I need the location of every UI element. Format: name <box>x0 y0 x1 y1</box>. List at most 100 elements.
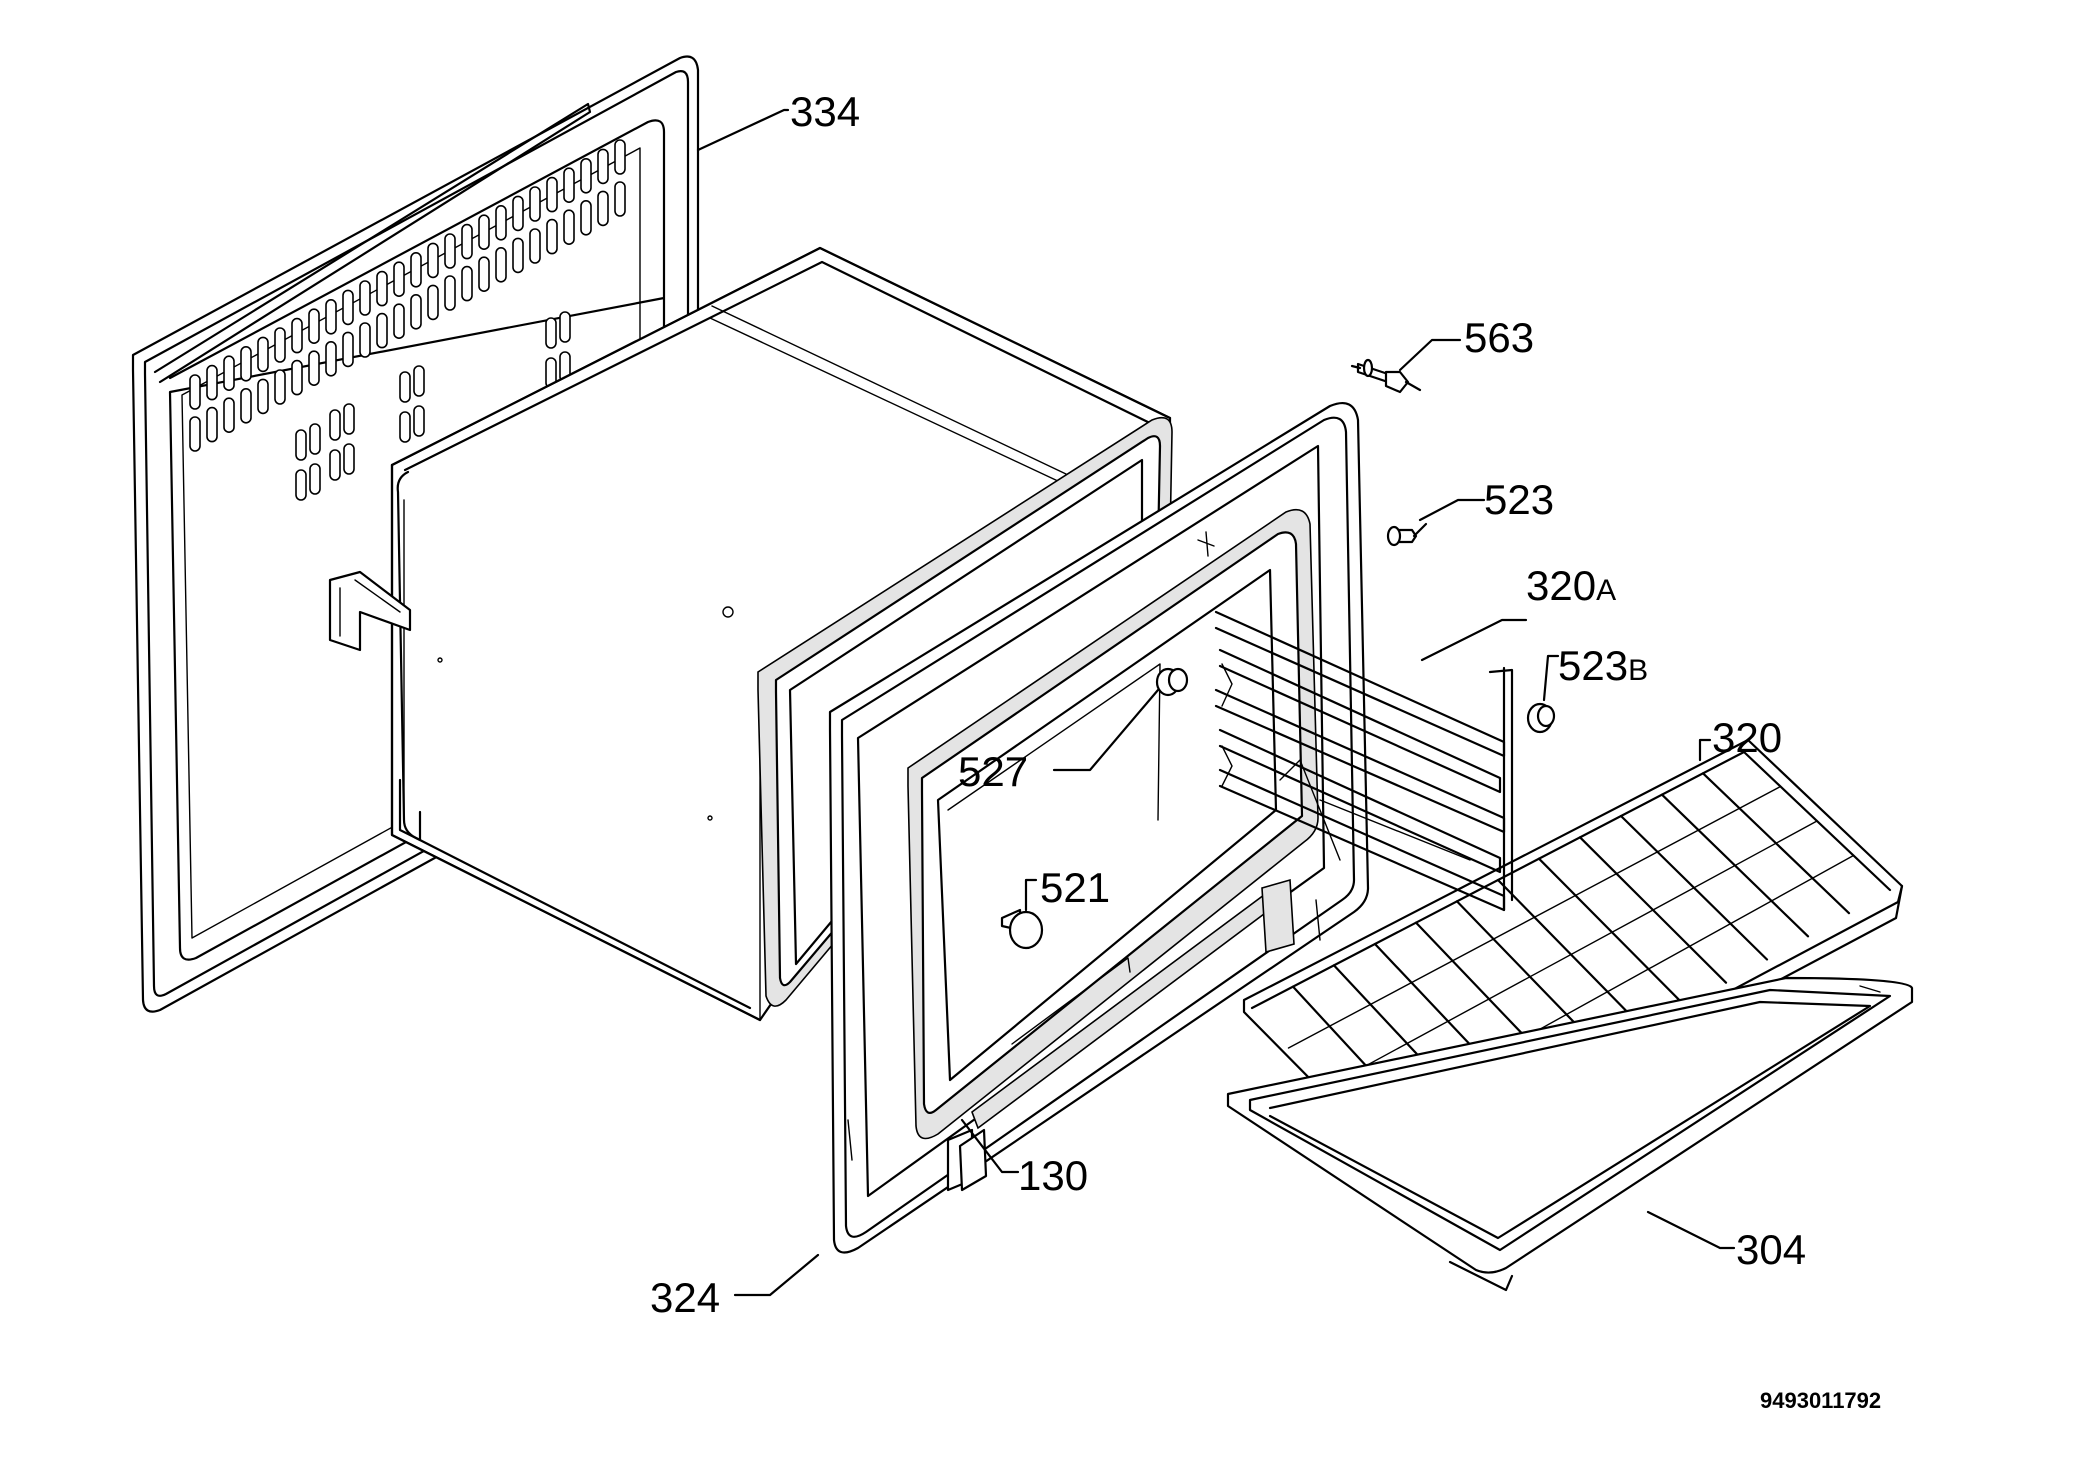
vent-slot <box>580 200 592 236</box>
leader-523 <box>1418 498 1486 522</box>
vent-slot <box>413 365 425 397</box>
vent-slot <box>274 327 286 363</box>
tray-304 <box>1226 976 1914 1292</box>
vent-slots <box>189 139 626 501</box>
lamp-527 <box>1155 667 1189 697</box>
leader-523b <box>1542 654 1560 702</box>
vent-slot <box>376 312 388 349</box>
shelf-crossbar <box>1287 785 1782 1049</box>
vent-slot <box>461 265 473 302</box>
vent-slot <box>512 195 524 232</box>
vent-slot <box>478 214 490 250</box>
front-frame-324 <box>828 402 1370 1254</box>
callout-521: 521 <box>1040 864 1110 911</box>
leader-320a <box>1420 618 1528 662</box>
vent-slot <box>223 355 235 392</box>
vent-slot <box>614 139 626 175</box>
vent-slot <box>563 167 575 203</box>
vent-slot <box>325 298 337 335</box>
grommet-523b <box>1526 702 1556 734</box>
callout-130: 130 <box>1018 1152 1088 1199</box>
vent-slot <box>410 252 422 288</box>
vent-slot <box>427 284 439 321</box>
vent-slot <box>329 409 341 441</box>
leader-563 <box>1398 338 1462 372</box>
vent-slot <box>529 186 541 222</box>
leader-527 <box>1052 688 1160 772</box>
vent-slot <box>189 416 201 452</box>
probe-563 <box>1350 358 1422 394</box>
vent-slot <box>614 181 626 217</box>
vent-slot <box>545 317 557 349</box>
callout-523: 523 <box>1484 476 1554 523</box>
shelf-crossbar <box>1324 820 1818 1089</box>
leader-320 <box>1698 738 1712 762</box>
vent-slot <box>376 270 388 307</box>
vent-slot <box>393 303 405 340</box>
vent-slot <box>291 359 303 396</box>
vent-slot <box>295 469 307 501</box>
vent-slot <box>359 280 371 316</box>
callout-523b: 523B <box>1558 642 1648 689</box>
leader-334 <box>696 108 790 152</box>
vent-slot <box>597 190 609 227</box>
vent-slot <box>189 374 201 410</box>
callout-334: 334 <box>790 88 860 135</box>
vent-slot <box>329 449 341 481</box>
vent-slot <box>444 233 456 269</box>
vent-slot <box>359 322 371 358</box>
vent-slot <box>223 397 235 434</box>
vent-slot <box>342 331 354 368</box>
vent-slot <box>309 463 321 495</box>
leader-521 <box>1024 878 1038 912</box>
callout-320a: 320A <box>1526 562 1616 609</box>
callout-563: 563 <box>1464 314 1534 361</box>
vent-slot <box>529 228 541 264</box>
callout-320: 320 <box>1712 714 1782 761</box>
vent-slot <box>563 209 575 245</box>
vent-slot <box>308 350 320 387</box>
vent-slot <box>257 336 269 373</box>
vent-slot <box>295 429 307 461</box>
leader-324 <box>733 1253 820 1297</box>
vent-slot <box>410 293 422 330</box>
document-code: 9493011792 <box>1760 1388 1881 1413</box>
vent-slot <box>546 176 558 213</box>
vent-slot <box>495 247 507 283</box>
knob-521 <box>1000 908 1044 950</box>
vent-slot <box>399 371 411 403</box>
vent-slot <box>393 261 405 298</box>
vent-slot <box>257 378 269 415</box>
vent-slot <box>343 443 355 475</box>
vent-slot <box>343 403 355 435</box>
vent-slot <box>512 237 524 274</box>
callout-324: 324 <box>650 1274 720 1321</box>
vent-slot <box>240 387 252 424</box>
vent-slot <box>342 289 354 326</box>
vent-slot <box>559 311 571 343</box>
vent-slot <box>206 406 218 443</box>
vent-slot <box>461 223 473 260</box>
vent-slot <box>580 158 592 194</box>
vent-slot <box>274 369 286 405</box>
callout-304: 304 <box>1736 1226 1806 1273</box>
vent-slot <box>413 405 425 437</box>
callout-527: 527 <box>958 748 1028 795</box>
vent-slot <box>444 275 456 311</box>
vent-slot <box>325 340 337 377</box>
vent-slot <box>206 364 218 401</box>
vent-slot <box>546 218 558 255</box>
vent-slot <box>240 345 252 382</box>
leader-130 <box>960 1118 1020 1174</box>
vent-slot <box>427 242 439 279</box>
vent-slot <box>309 423 321 455</box>
vent-slot <box>478 256 490 293</box>
vent-slot <box>308 308 320 345</box>
side-rails-320a <box>1214 610 1514 912</box>
leader-304 <box>1646 1210 1736 1250</box>
connector-523 <box>1386 522 1428 547</box>
vent-slot <box>495 205 507 241</box>
vent-slot <box>597 148 609 185</box>
